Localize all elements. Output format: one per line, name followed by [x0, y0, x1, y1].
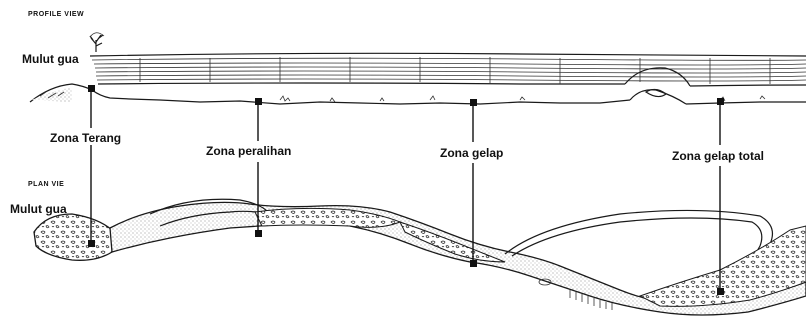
- zone-terang-label: Zona Terang: [50, 131, 121, 145]
- profile-entrance-label: Mulut gua: [22, 52, 79, 66]
- cave-passage-line: [92, 90, 630, 104]
- plan-entrance-chamber: [34, 214, 117, 260]
- plan-entrance-label: Mulut gua: [10, 202, 67, 216]
- entrance-slope: [30, 84, 92, 102]
- plan-view: PLAN VIE Mulut gua: [10, 181, 806, 315]
- zone-markers: Zona Terang Zona peralihan Zona gelap Zo…: [50, 85, 764, 295]
- zone-peralihan-label: Zona peralihan: [206, 144, 291, 158]
- plan-view-heading: PLAN VIE: [28, 181, 64, 188]
- rock-strata: [90, 53, 806, 86]
- profile-view-heading: PROFILE VIEW: [28, 11, 84, 18]
- zone-gelap-total-label: Zona gelap total: [672, 149, 764, 163]
- zone-gelap-label: Zona gelap: [440, 146, 503, 160]
- profile-view: PROFILE VIEW Mulut gua: [22, 11, 806, 104]
- tree-icon: [90, 33, 104, 52]
